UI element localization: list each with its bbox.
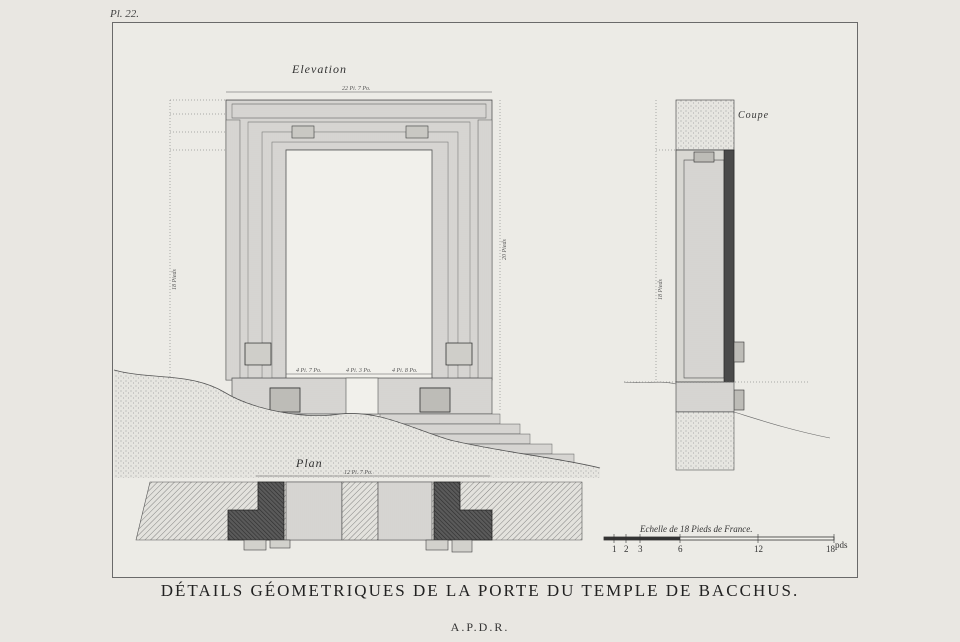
dim-total-width: 22 Pi. 7 Po. <box>342 86 371 92</box>
scale-tick-18: 18 <box>826 544 836 554</box>
scale-bar: Echelle de 18 Pieds de France. 1 2 3 6 1… <box>603 524 848 554</box>
plate-number: Pl. 22. <box>110 8 140 20</box>
plan-drawing: 12 Pi. 7 Po. <box>135 470 583 553</box>
scale-tick-3: 3 <box>638 544 643 554</box>
scale-tick-12: 12 <box>754 544 763 554</box>
elevation-drawing: 22 Pi. 7 Po. 18 Pieds 20 Pieds <box>113 86 601 478</box>
scale-unit: pds <box>835 540 848 550</box>
scale-tick-6: 6 <box>678 544 683 554</box>
scale-title: Echelle de 18 Pieds de France. <box>639 524 752 534</box>
section-drawing: 18 Pieds <box>623 99 831 471</box>
dim-height-left: 18 Pieds <box>172 269 178 290</box>
plate-subtitle: A.P.D.R. <box>450 620 510 634</box>
dim-plan-mid: 12 Pi. 7 Po. <box>344 470 373 476</box>
dim-section-height: 18 Pieds <box>658 279 664 300</box>
dim-opening-left: 4 Pi. 7 Po. <box>296 367 322 374</box>
dim-height-right: 20 Pieds <box>502 239 508 260</box>
label-elevation: Elevation <box>292 62 347 76</box>
scale-tick-1: 1 <box>612 544 617 554</box>
plate-title: DÉTAILS GÉOMETRIQUES DE LA PORTE DU TEMP… <box>160 581 800 600</box>
dim-opening-mid: 4 Pi. 3 Po. <box>346 367 372 374</box>
scale-tick-2: 2 <box>624 544 629 554</box>
label-section: Coupe <box>738 110 770 121</box>
label-plan: Plan <box>296 456 323 470</box>
dim-opening-right: 4 Pi. 8 Po. <box>392 367 418 374</box>
